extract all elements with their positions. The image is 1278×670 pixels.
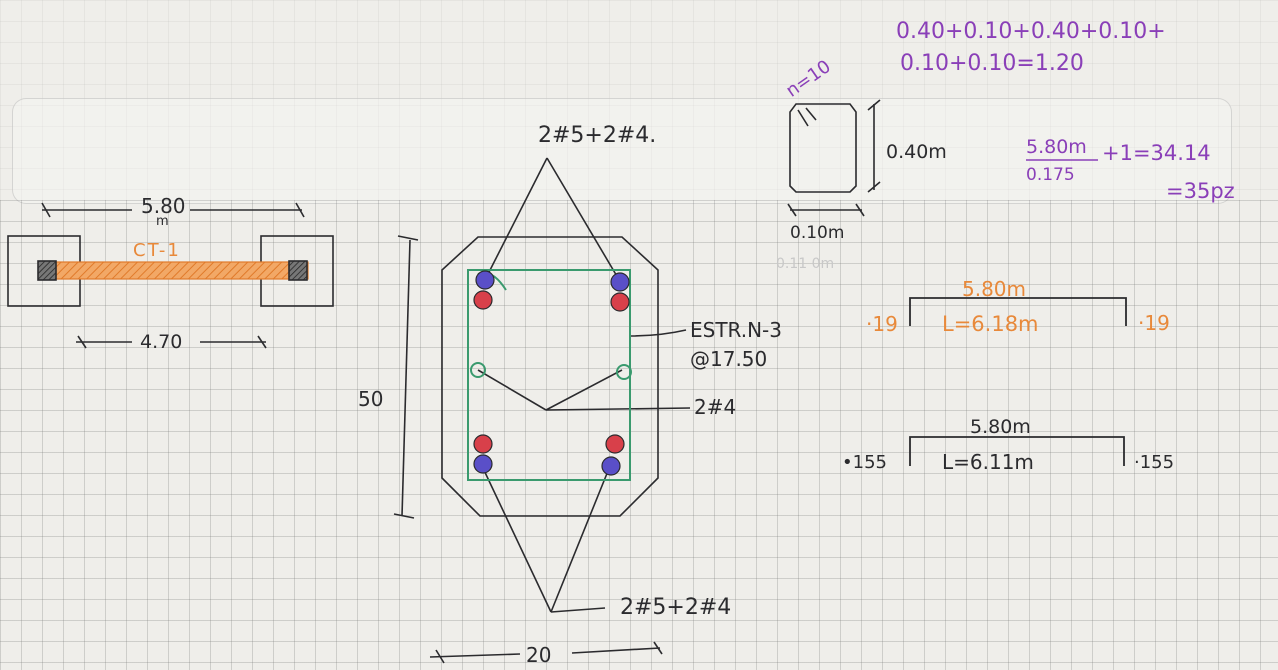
middle-leader-right [545, 369, 623, 411]
bar-bottom-shape [909, 436, 1125, 466]
clear-span-tick-left [77, 335, 87, 349]
count-denominator: 0.175 [1026, 165, 1075, 185]
faint-grid-top [0, 0, 1278, 200]
middle-bars-label: 2#4 [694, 395, 736, 419]
stirrup-label-line2: @17.50 [690, 347, 767, 371]
bottom-right-bar-5 [601, 456, 621, 476]
height-dimension-line [401, 239, 411, 517]
bar-bottom-hook-left: •155 [842, 452, 887, 473]
stirrup-detail [787, 99, 881, 217]
top-right-bar-5 [610, 272, 630, 292]
stirrup-label-line1: ESTR.N-3 [690, 318, 782, 342]
beam-cross-section [393, 157, 691, 664]
bar-top-shape [909, 297, 1127, 326]
top-left-bar-5 [475, 270, 495, 290]
width-tick-left [435, 649, 445, 664]
stirrup-leader [629, 329, 687, 337]
stirrup-height-tick-bottom [867, 181, 881, 193]
top-leader-right [546, 157, 619, 279]
stirrup-shape [789, 103, 857, 193]
section-width-label: 20 [526, 643, 551, 667]
paper-fold-highlight [12, 98, 1232, 204]
stirrup-height-label: 0.40m [886, 141, 947, 163]
bottom-leader-right [550, 465, 611, 613]
sum-line-2: 0.10+0.10=1.20 [900, 51, 1084, 76]
bar-top-length-label: 5.80m [962, 277, 1026, 301]
rebar-bars [470, 270, 632, 476]
middle-leader-left [477, 369, 547, 411]
middle-leader-tail [545, 407, 691, 411]
bar-bottom-hook-right: ·155 [1134, 452, 1174, 473]
top-reinforcement-label: 2#5+2#4. [538, 123, 656, 148]
bottom-left-bar-4 [473, 434, 493, 454]
bottom-leader-tail [550, 607, 606, 613]
beam-ct1 [39, 261, 309, 280]
middle-right-bar [616, 364, 632, 380]
bottom-left-bar-5 [473, 454, 493, 474]
sum-line-1: 0.40+0.10+0.40+0.10+ [896, 19, 1166, 44]
clear-span-label: 4.70 [140, 331, 182, 353]
top-left-bar-4 [473, 290, 493, 310]
width-dimension-right [571, 647, 661, 654]
bar-top-hook-left: ·19 [866, 312, 898, 336]
bottom-right-bar-4 [605, 434, 625, 454]
middle-left-bar [470, 362, 486, 378]
count-numerator: 5.80m [1026, 136, 1087, 158]
span-tick-left [41, 202, 51, 218]
count-result: +1=34.14 [1102, 141, 1211, 165]
top-right-bar-4 [610, 292, 630, 312]
width-dimension-left [429, 653, 521, 658]
top-leader-left [485, 157, 548, 279]
faint-note: 0.11 0m [776, 256, 834, 272]
stirrup-width-tick-left [787, 203, 797, 217]
clear-span-tick-right [257, 335, 267, 349]
bar-top-hook-right: ·19 [1138, 311, 1170, 335]
beam-elevation [7, 202, 334, 349]
stirrup-height-tick-top [867, 99, 881, 111]
bar-bottom-total-label: L=6.11m [942, 450, 1034, 474]
height-tick-top [397, 235, 419, 241]
width-tick-right [653, 641, 663, 655]
beam-support-right [288, 260, 308, 281]
stirrup-width-tick-right [855, 203, 865, 217]
bar-top-total-label: L=6.18m [942, 312, 1039, 336]
section-outline [441, 236, 659, 517]
bottom-leader-left [481, 465, 552, 613]
span-tick-right [295, 202, 305, 218]
span-unit: m [156, 214, 169, 229]
stirrup-hook-marks [797, 107, 817, 127]
span-label: 5.80 [141, 194, 186, 218]
section-height-label: 50 [358, 387, 383, 411]
beam-support-left [37, 260, 57, 281]
stirrup-hook-label: n=10 [782, 56, 835, 102]
bottom-reinforcement-label: 2#5+2#4 [620, 595, 731, 620]
stirrup-width-label: 0.10m [790, 223, 844, 243]
height-tick-bottom [393, 513, 415, 519]
beam-name-label: CT-1 [133, 240, 181, 261]
bar-bottom-length-label: 5.80m [970, 416, 1031, 438]
count-rounded: =35pz [1166, 179, 1235, 203]
